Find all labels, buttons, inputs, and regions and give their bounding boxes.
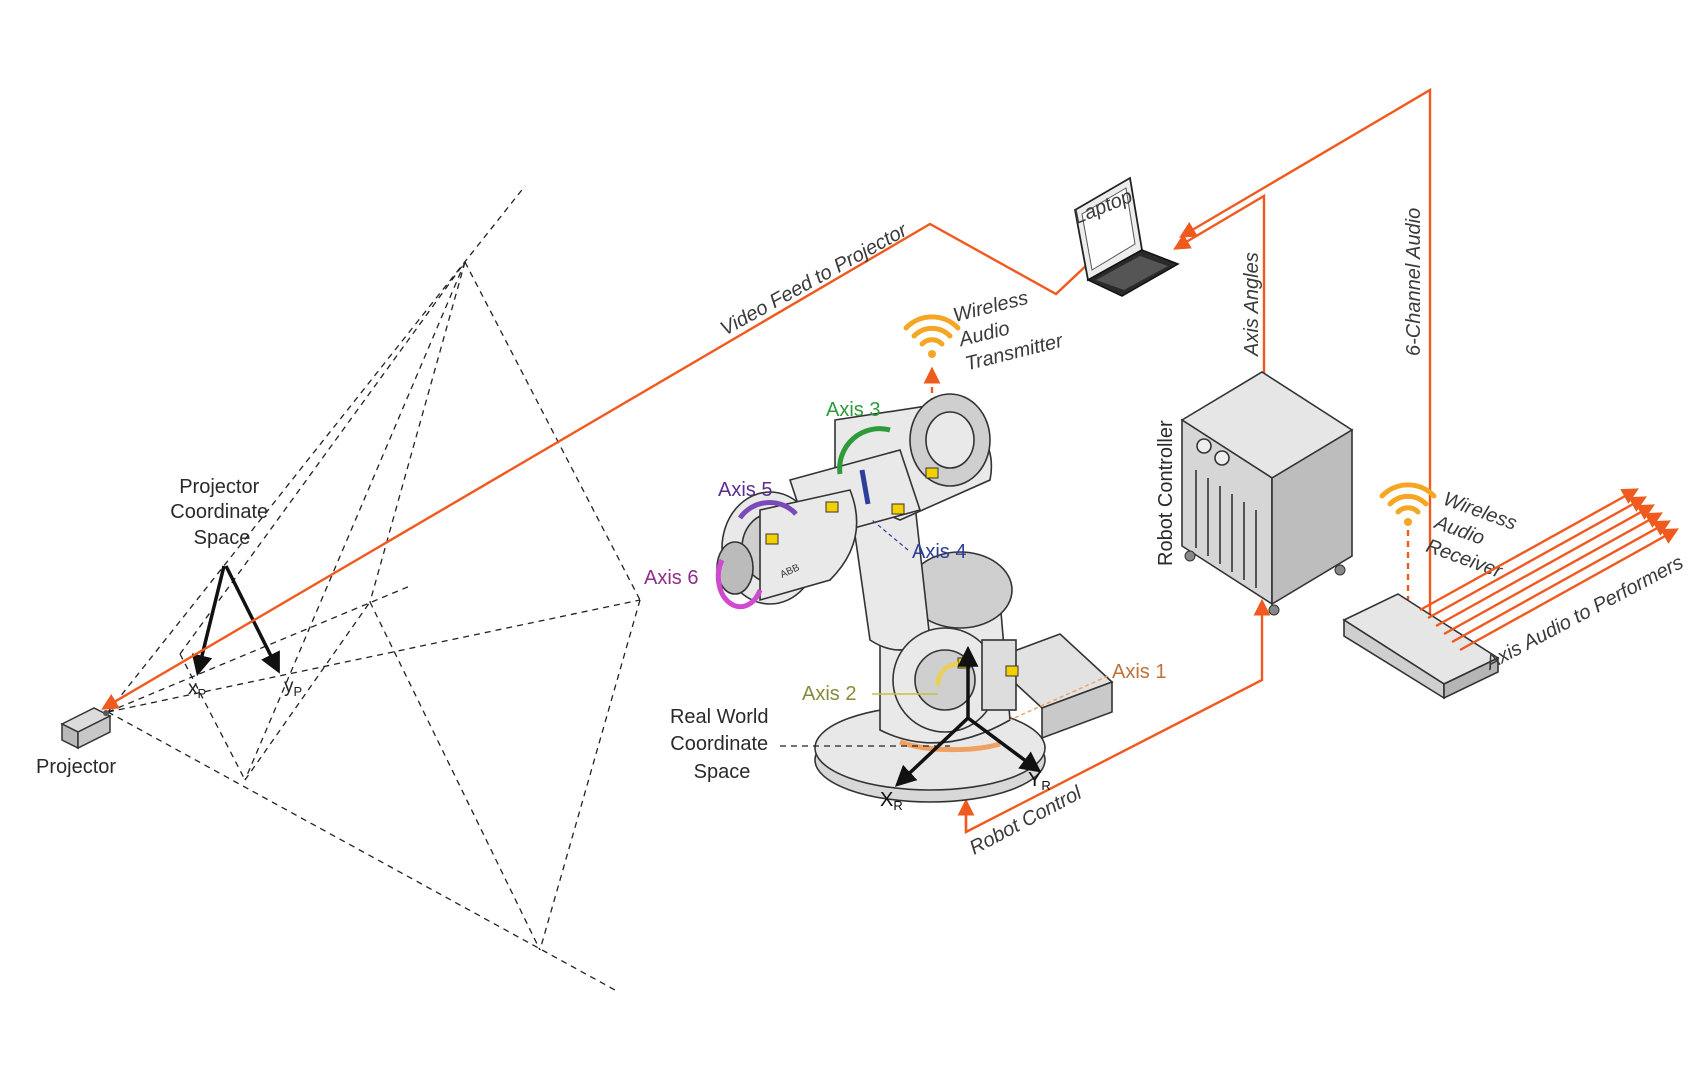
axis3-rotation-arrow — [837, 426, 891, 475]
video-feed-label: Video Feed to Projector — [717, 219, 912, 341]
laptop-icon — [1073, 176, 1180, 297]
performer-audio-arrows — [1419, 488, 1679, 652]
robot-control-line — [957, 598, 1271, 834]
axis1-label: Axis 1 — [1112, 661, 1166, 683]
wifi-transmitter-icon — [903, 314, 961, 358]
real-world-space-label: Real World Coordinate Space — [670, 706, 774, 783]
axis-rotation-markers — [715, 426, 1001, 753]
video-feed-line — [101, 222, 1091, 710]
real-world-axes — [894, 645, 1042, 787]
receiver-label: Wireless Audio Receiver — [1422, 488, 1525, 584]
axis6-label: Axis 6 — [644, 567, 698, 589]
axis2-label: Axis 2 — [802, 683, 856, 705]
projector-label: Projector — [36, 756, 116, 778]
robot-controller-icon — [1180, 371, 1354, 616]
projector-space-label: Projector Coordinate Space — [170, 476, 273, 549]
axis4-rotation-arrow — [859, 469, 871, 505]
projector-x-axis-label: xP — [188, 678, 206, 701]
axis5-rotation-arrow — [737, 499, 798, 520]
axis-angles-label: Axis Angles — [1241, 252, 1263, 357]
projector-space-arrows — [191, 565, 280, 677]
transmitter-label: Wireless Audio Transmitter — [950, 281, 1066, 376]
wifi-receiver-icon — [1379, 482, 1437, 526]
projector-frustum — [107, 185, 641, 991]
six-channel-audio-label: 6-Channel Audio — [1403, 208, 1425, 356]
axis3-label: Axis 3 — [826, 399, 880, 421]
axis4-leader — [871, 519, 909, 551]
projector-device — [60, 707, 112, 750]
robot-controller-label: Robot Controller — [1155, 420, 1177, 566]
axis4-label: Axis 4 — [912, 541, 966, 563]
axis1-leader — [1009, 675, 1109, 721]
projector-y-axis-label: yP — [284, 676, 302, 699]
axis-angles-line — [1173, 193, 1266, 380]
axis6-rotation-arrow — [715, 558, 763, 610]
robot-arm: ABB — [716, 393, 1114, 803]
receiver-box-icon — [1342, 593, 1500, 700]
axis5-label: Axis 5 — [718, 479, 772, 501]
axis2-rotation-arrow — [935, 661, 959, 687]
axis1-rotation-arrow — [899, 739, 1001, 753]
robot-x-axis-label: XR — [880, 789, 903, 813]
robot-y-axis-label: YR — [1028, 769, 1051, 793]
